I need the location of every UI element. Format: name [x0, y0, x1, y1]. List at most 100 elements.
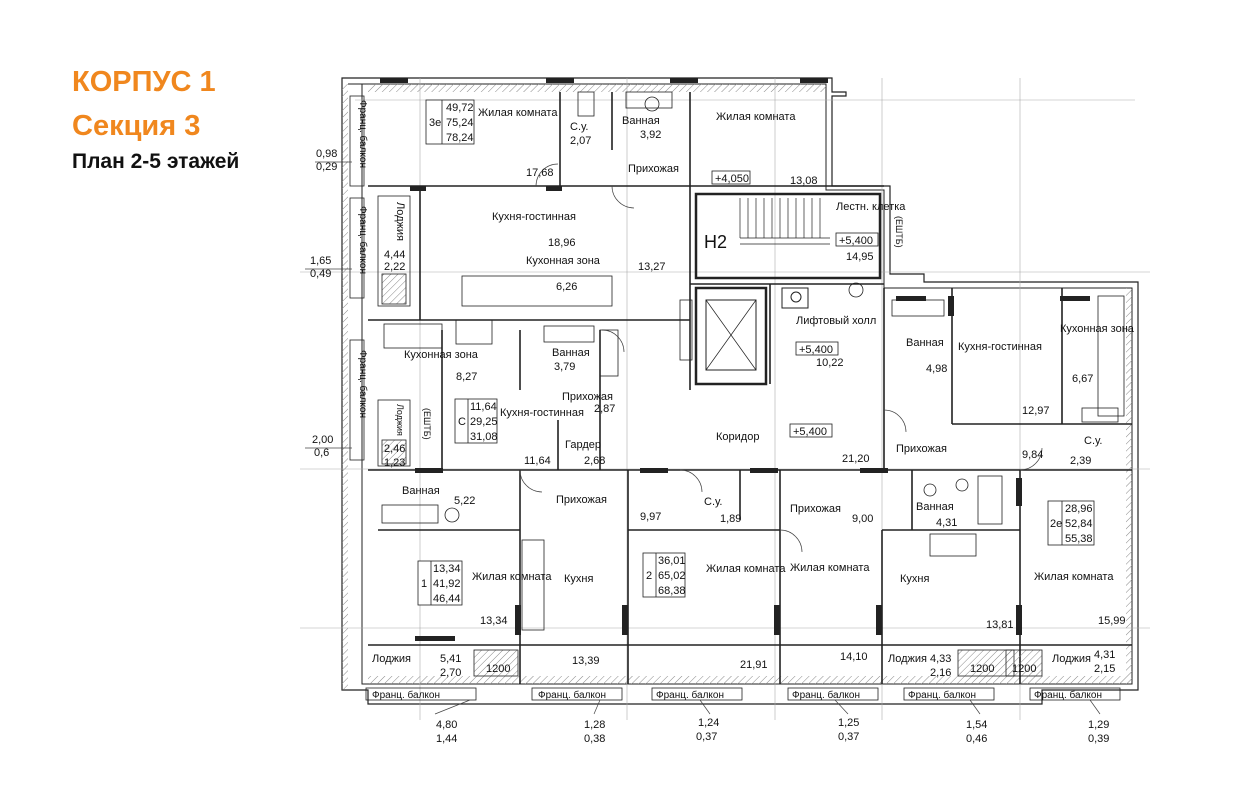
room-living-1: Жилая комната: [478, 107, 558, 119]
room-hall-5-area: 9,97: [640, 511, 661, 523]
floor-plan-title: План 2-5 этажей: [72, 150, 240, 173]
room-living-4: Жилая комната: [706, 563, 786, 575]
accessibility-icon: [781, 287, 809, 309]
apt-2e-area-with-loggia: 55,38: [1065, 533, 1093, 545]
room-kitchen-1-area: 13,39: [572, 655, 600, 667]
room-corridor-area: 21,20: [842, 453, 870, 465]
apt-2-living-area: 36,01: [658, 555, 686, 567]
balcony-h2-label: Франц. балкон: [538, 689, 606, 701]
loggia-4-label: Лоджия: [888, 653, 927, 665]
loggia-hatches: [377, 195, 1043, 677]
elevator-shaft: [679, 286, 768, 386]
balcony-v1-label: Франц. балкон: [357, 100, 369, 168]
room-stairwell-area: 14,95: [846, 251, 874, 263]
room-kitchen-zone-3: Кухонная зона: [1060, 323, 1135, 335]
balcony-h1-label: Франц. балкон: [372, 689, 440, 701]
room-living-3-area: 13,34: [480, 615, 508, 627]
balcony-4-area-a: 4,80: [436, 719, 457, 731]
balcony-9-area-a: 1,29: [1088, 719, 1109, 731]
room-kitchen-living-2: Кухня-гостинная: [500, 407, 584, 419]
room-kitchen-zone-1-area: 6,26: [556, 281, 577, 293]
room-living-2: Жилая комната: [716, 111, 796, 123]
balcony-h6-label: Франц. балкон: [1034, 689, 1102, 701]
balcony-h4-label: Франц. балкон: [792, 689, 860, 701]
level-mark-2: +5,400: [839, 235, 873, 247]
loggia-1-label: Лоджия: [394, 202, 406, 241]
room-kitchen-zone-2-area: 8,27: [456, 371, 477, 383]
room-living-5: Жилая комната: [790, 562, 870, 574]
room-living-4-area: 21,91: [740, 659, 768, 671]
apt-1-living-area: 13,34: [433, 563, 461, 575]
balcony-1-area-a: 0,98: [316, 148, 337, 160]
room-living-2-area: 13,08: [790, 175, 818, 187]
room-kitchen-zone-1: Кухонная зона: [526, 255, 601, 267]
loggia-3-area-a: 5,41: [440, 653, 461, 665]
balcony-7-area-b: 0,37: [838, 731, 859, 743]
room-kitchen-living-1: Кухня-гостинная: [492, 211, 576, 223]
room-lift-hall: Лифтовый холл: [796, 315, 876, 327]
loggia-5-area-b: 2,15: [1094, 663, 1115, 675]
balcony-h5-label: Франц. балкон: [908, 689, 976, 701]
stairwell: [694, 192, 882, 280]
width-mark-2: 1200: [970, 663, 994, 675]
section-title: Секция 3: [72, 110, 201, 142]
apt-1-total-area: 41,92: [433, 578, 461, 590]
room-hall-5: Прихожая: [556, 494, 607, 506]
apt-3e-number: 3е: [429, 117, 441, 129]
room-living-3: Жилая комната: [472, 571, 552, 583]
room-kitchen-zone-3-area: 6,67: [1072, 373, 1093, 385]
loggia-3-area-b: 2,70: [440, 667, 461, 679]
room-hall-4: Прихожая: [896, 443, 947, 455]
apt-2-area-with-loggia: 68,38: [658, 585, 686, 597]
room-living-6-area: 15,99: [1098, 615, 1126, 627]
loggia-2-area-b: 1,23: [384, 457, 405, 469]
room-kitchen-zone-2: Кухонная зона: [404, 349, 479, 361]
room-wardrobe: Гардер: [565, 439, 601, 451]
level-mark-3: +5,400: [799, 344, 833, 356]
room-bath-2: Ванная: [552, 347, 590, 359]
stair-mark: Н2: [704, 232, 727, 252]
ewts-mark-1: (ЕШТБ): [894, 216, 904, 248]
room-living-5-area: 14,10: [840, 651, 868, 663]
balcony-5-area-b: 0,38: [584, 733, 605, 745]
apt-2e-total-area: 52,84: [1065, 518, 1093, 530]
interior-walls: [368, 92, 1132, 684]
loggia-4-area-a: 4,33: [930, 653, 951, 665]
room-bath-1: Ванная: [622, 115, 660, 127]
balcony-4-area-b: 1,44: [436, 733, 457, 745]
room-living-6: Жилая комната: [1034, 571, 1114, 583]
room-living-1-area: 17,68: [526, 167, 554, 179]
balcony-3-area-a: 2,00: [312, 434, 333, 446]
room-bath-5: Ванная: [916, 501, 954, 513]
room-stairwell: Лестн. клетка: [836, 201, 906, 213]
room-kitchen-2-area: 13,81: [986, 619, 1014, 631]
level-mark-4: +5,400: [793, 426, 827, 438]
room-bath-3: Ванная: [906, 337, 944, 349]
apt-2e-number: 2е: [1050, 518, 1062, 530]
room-hall-1: Прихожая: [628, 163, 679, 175]
grid-lines: [300, 78, 1150, 720]
balcony-8-area-b: 0,46: [966, 733, 987, 745]
ewts-mark-2: (ЕШТБ): [422, 408, 432, 440]
apt-s-living-area: 11,64: [470, 401, 497, 413]
building-title: КОРПУС 1: [72, 66, 216, 98]
room-wc-3-area: 1,89: [720, 513, 741, 525]
loggia-2-area-a: 2,46: [384, 443, 405, 455]
loggia-1-area-a: 4,44: [384, 249, 405, 261]
room-kitchen-living-3-area: 12,97: [1022, 405, 1050, 417]
room-bath-4: Ванная: [402, 485, 440, 497]
apt-s-area-with-loggia: 31,08: [470, 431, 498, 443]
level-boxes: [711, 170, 879, 438]
apt-s-number: С: [458, 416, 466, 428]
balcony-v3-label: Франц. балкон: [357, 350, 369, 418]
room-hall-6-area: 9,00: [852, 513, 873, 525]
room-wc-2-area: 2,39: [1070, 455, 1091, 467]
balcony-1-area-b: 0,29: [316, 161, 337, 173]
apartment-boxes: [417, 99, 1095, 606]
room-kitchen-living-2-area: 11,64: [524, 455, 551, 467]
room-hall-3-area: 2,87: [594, 403, 615, 415]
apt-1-number: 1: [421, 578, 427, 590]
room-hall-2-area: 13,27: [638, 261, 666, 273]
room-bath-4-area: 5,22: [454, 495, 475, 507]
